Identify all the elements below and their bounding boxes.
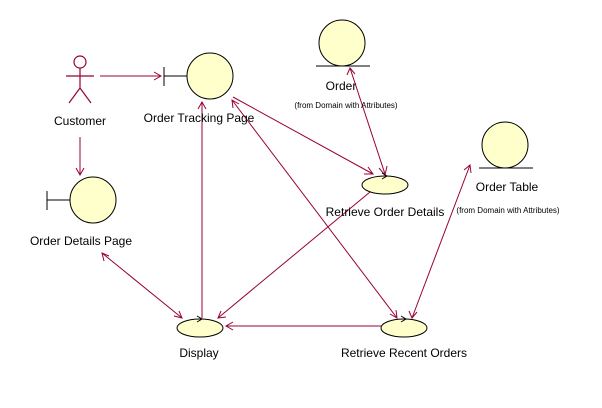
control-display[interactable]: Display xyxy=(176,315,224,360)
control-icon xyxy=(380,315,428,338)
arrowhead xyxy=(364,166,374,175)
edge-retrieve-details-to-display[interactable] xyxy=(217,191,371,319)
arrowhead xyxy=(408,310,418,319)
actor-customer[interactable]: Customer xyxy=(54,55,106,128)
arrowhead xyxy=(389,309,398,319)
boundary-label: Order Tracking Page xyxy=(144,111,255,125)
control-icon xyxy=(176,315,224,338)
arrowhead xyxy=(75,167,85,177)
control-label: Retrieve Recent Orders xyxy=(341,346,467,360)
actor-label: Customer xyxy=(54,114,106,128)
connections xyxy=(75,67,472,331)
boundary-icon xyxy=(163,52,234,100)
arrowhead xyxy=(231,99,240,109)
control-retrieve-order-details[interactable]: Retrieve Order Details xyxy=(326,172,445,219)
arrowhead xyxy=(153,71,163,81)
arrowhead xyxy=(101,252,110,262)
edge-details-page-to-display[interactable] xyxy=(101,252,183,319)
edge-order-table-to-retrieve-recent[interactable] xyxy=(411,164,471,319)
control-icon xyxy=(361,172,409,195)
edge-order-to-retrieve-details[interactable] xyxy=(349,67,386,175)
entity-label: Order Table xyxy=(476,180,539,194)
boundary-order-details-page[interactable]: Order Details Page xyxy=(30,176,132,248)
arrowhead xyxy=(346,67,356,76)
entity-note: (from Domain with Attributes) xyxy=(456,206,559,215)
boundary-icon xyxy=(46,176,117,224)
edge-tracking-to-retrieve-details[interactable] xyxy=(232,96,374,175)
stick-figure-icon xyxy=(66,55,94,104)
control-label: Display xyxy=(179,346,218,360)
arrowhead xyxy=(197,100,207,110)
arrowhead xyxy=(217,310,227,319)
entity-order[interactable]: Order (from Domain with Attributes) xyxy=(294,19,398,110)
arrowhead xyxy=(173,310,183,319)
boundary-order-tracking-page[interactable]: Order Tracking Page xyxy=(144,52,255,125)
entity-label: Order xyxy=(326,79,357,93)
control-label: Retrieve Order Details xyxy=(326,205,445,219)
edge-tracking-to-retrieve-recent[interactable] xyxy=(231,99,398,319)
entity-icon xyxy=(479,121,533,169)
control-retrieve-recent-orders[interactable]: Retrieve Recent Orders xyxy=(341,315,467,360)
arrowhead xyxy=(224,321,234,331)
entity-icon xyxy=(316,19,370,67)
arrowhead xyxy=(463,164,472,174)
entity-note: (from Domain with Attributes) xyxy=(294,101,397,110)
boundary-label: Order Details Page xyxy=(30,234,132,248)
entity-order-table[interactable]: Order Table (from Domain with Attributes… xyxy=(456,121,560,215)
